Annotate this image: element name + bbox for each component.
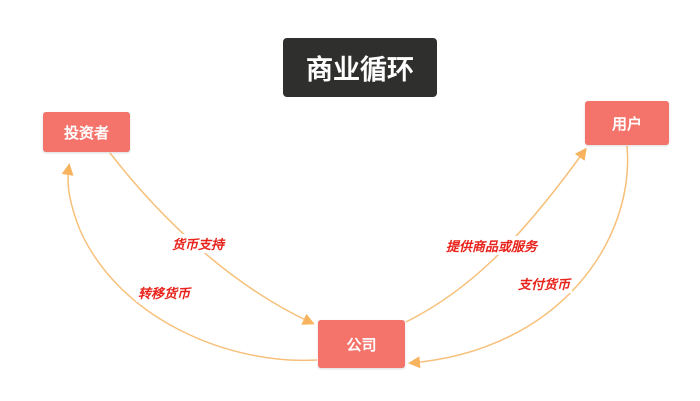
node-investor: 投资者: [43, 112, 130, 152]
diagram-title: 商业循环: [283, 38, 437, 97]
edge-company-to-investor: [61, 163, 318, 362]
edge-label-investor-to-company: 货币支持: [170, 234, 227, 253]
node-user: 用户: [585, 101, 669, 145]
edge-label-company-to-user: 提供商品或服务: [444, 236, 540, 255]
node-company: 公司: [318, 320, 405, 368]
edge-investor-to-company: [109, 152, 315, 325]
edge-user-to-company: [408, 145, 629, 369]
edge-label-company-to-investor: 转移货币: [136, 283, 193, 302]
edge-company-to-user: [405, 147, 587, 323]
edge-label-user-to-company: 支付货币: [516, 274, 573, 293]
